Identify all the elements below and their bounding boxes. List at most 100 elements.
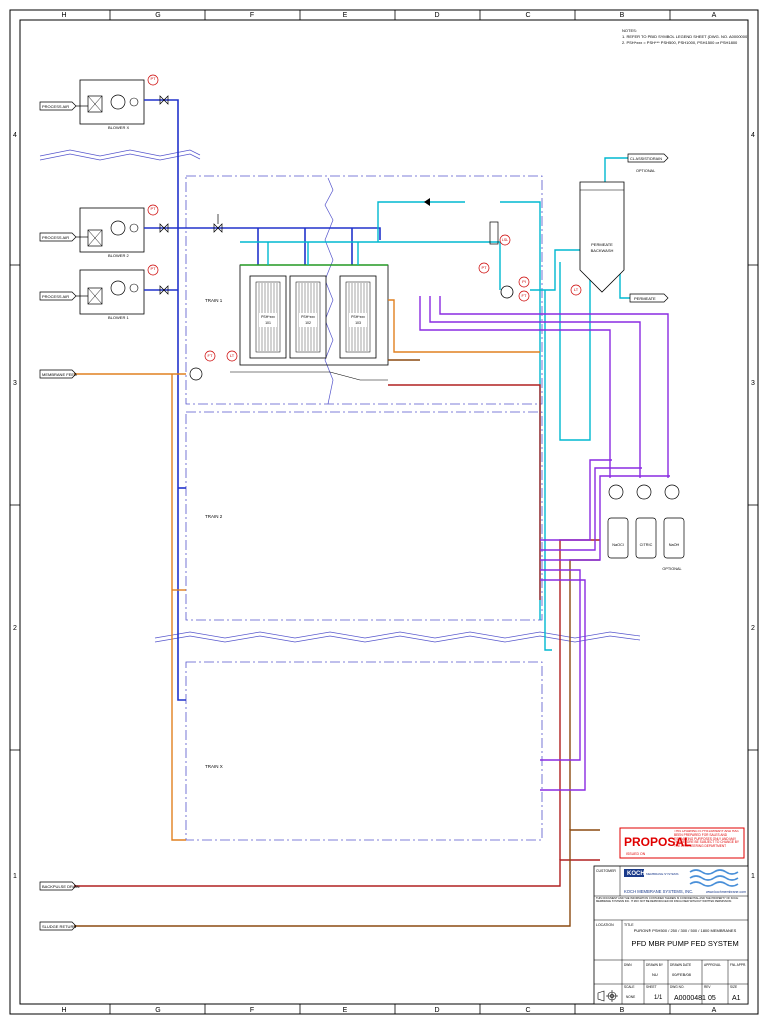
pt-instrument-icon bbox=[478, 262, 490, 274]
zone-col-bot-b: B bbox=[620, 1007, 625, 1014]
air-valves bbox=[159, 95, 223, 295]
cassette-number: 101 bbox=[265, 321, 271, 325]
rev-value: 05 bbox=[708, 995, 716, 1002]
tank-label-line2: BACKWASH bbox=[591, 248, 614, 253]
air-piping bbox=[144, 99, 381, 701]
chemical-tank-citric bbox=[635, 517, 657, 559]
pt-label: PT bbox=[481, 265, 487, 270]
zone-labels: H G F E D C B A H G F E D C B A 4 3 2 1 … bbox=[13, 12, 755, 1014]
zone-col-bot-d: D bbox=[434, 1007, 439, 1014]
pt-instrument-icon bbox=[147, 204, 159, 216]
zone-col-bot-f: F bbox=[250, 1007, 254, 1014]
final-approval-label: FNL APPR. bbox=[730, 963, 746, 967]
flow-arrow-icon bbox=[424, 198, 430, 206]
ft-instrument-icon bbox=[204, 350, 216, 362]
zone-row-left-1: 1 bbox=[13, 873, 17, 880]
drawn-by-value: NU bbox=[652, 972, 658, 977]
zone-row-right-1: 1 bbox=[751, 873, 755, 880]
blower-2: BLOWER 2 bbox=[79, 207, 145, 258]
zone-col-top-a: A bbox=[712, 12, 717, 19]
blower-label: BLOWER 2 bbox=[108, 253, 129, 258]
notes-line-1: 1. REFER TO PBID SYMBOL LEGEND SHEET (DW… bbox=[622, 34, 749, 39]
pi-label: PI bbox=[522, 279, 526, 284]
blower-enclosure bbox=[79, 207, 145, 253]
pt-instruments: PT PT PT bbox=[147, 74, 159, 276]
process-air-labels: PROCESS AIR PROCESS AIR PROCESS AIR bbox=[42, 104, 69, 299]
zone-col-bot-a: A bbox=[712, 1007, 717, 1014]
notes-line-2: 2. PSH*xxx = PSH*** PSH500, PSH1000, PSH… bbox=[622, 40, 738, 45]
sheet-value: 1/1 bbox=[654, 995, 663, 1001]
chemical-piping bbox=[419, 296, 670, 791]
membrane-feed-label: MEMBRANE FEED bbox=[42, 372, 77, 377]
rev-label: REV bbox=[704, 985, 711, 989]
scale-label: SCALE bbox=[624, 985, 634, 989]
title-label: TITLE bbox=[624, 923, 634, 927]
title-block: CUSTOMER KOCH MEMBRANE SYSTEMS KOCH MEMB… bbox=[593, 865, 749, 1005]
location-label: LOCATION bbox=[596, 923, 614, 927]
blower-icon bbox=[110, 220, 126, 236]
blower-icon bbox=[110, 94, 126, 110]
logo-text: KOCH bbox=[627, 871, 645, 877]
sludge-return-label: SLUDGE RETURN bbox=[42, 924, 76, 929]
pt-label: PT bbox=[150, 266, 156, 271]
cassette-model: PSH*xxx bbox=[301, 315, 315, 319]
lt-instrument-icon bbox=[570, 284, 582, 296]
cassette-number: 102 bbox=[305, 321, 311, 325]
cassette-number: 103 bbox=[355, 321, 361, 325]
lt-label: LT bbox=[574, 287, 579, 292]
drain-piping bbox=[230, 359, 541, 600]
zone-row-left-2: 2 bbox=[13, 625, 17, 632]
ft-label: FT bbox=[522, 293, 527, 298]
blower-1: BLOWER 1 bbox=[79, 269, 145, 320]
dosing-pump-icon bbox=[636, 484, 652, 500]
permeate-pump: PI FT PT LSL bbox=[478, 221, 530, 302]
proposal-stamp: PROPOSAL ISSUED ON THIS DRAWING IS PRELI… bbox=[619, 827, 745, 859]
blower-icon bbox=[110, 280, 126, 296]
cassette-101: PSH*xxx 101 bbox=[249, 275, 287, 359]
tank-label-line1: PERMEATE bbox=[591, 242, 613, 247]
drain-inlets: BACKPULSE DRAIN SLUDGE RETURN bbox=[39, 881, 80, 931]
silencer-icon bbox=[129, 97, 139, 107]
chemical-tank-naoh bbox=[663, 517, 685, 559]
customer-label: CUSTOMER bbox=[596, 869, 616, 873]
permeate-backwash-tank: PERMEATE BACKWASH LT bbox=[570, 181, 625, 296]
dosing-pump-icon bbox=[664, 484, 680, 500]
zone-col-top-f: F bbox=[250, 12, 254, 19]
process-air-label-1: PROCESS AIR bbox=[42, 104, 69, 109]
filter-box bbox=[87, 229, 103, 247]
dwg-no-label: DWG NO. bbox=[670, 985, 684, 989]
pt-label: PT bbox=[150, 76, 156, 81]
blower-enclosure bbox=[79, 269, 145, 315]
notes-block: NOTES: 1. REFER TO PBID SYMBOL LEGEND SH… bbox=[622, 28, 749, 45]
chemical-label-citric: CITRIC bbox=[640, 543, 653, 547]
zone-row-right-2: 2 bbox=[751, 625, 755, 632]
outputs: CL ASSIST/DRAIN OPTIONAL PERMEATE bbox=[627, 153, 669, 303]
lt-instrument-icon bbox=[226, 350, 238, 362]
proposal-title: PROPOSAL bbox=[624, 835, 691, 849]
company-website: www.kochmembrane.com bbox=[706, 890, 746, 894]
zone-ticks bbox=[10, 10, 758, 1014]
logo-subtext: MEMBRANE SYSTEMS bbox=[646, 872, 679, 876]
cassette-model: PSH*xxx bbox=[351, 315, 365, 319]
zone-col-bot-g: G bbox=[155, 1007, 160, 1014]
size-value: A1 bbox=[732, 995, 741, 1002]
cassette-103: PSH*xxx 103 bbox=[339, 275, 377, 359]
zone-col-top-c: C bbox=[525, 12, 530, 19]
chemical-label-naocl: NaOCl bbox=[612, 543, 624, 547]
zone-row-left-3: 3 bbox=[13, 380, 17, 387]
scale-value: NONE bbox=[626, 995, 635, 999]
drawing-title-line1: PURON® PSH500 / 250 / 300 / 500 / 1800 M… bbox=[634, 928, 737, 933]
projection-symbol-icon bbox=[597, 990, 618, 1002]
zone-row-right-4: 4 bbox=[751, 132, 755, 139]
chemical-dosing: NaOCl CITRIC NaOH OPTIONAL bbox=[607, 484, 685, 571]
feed-inlet: MEMBRANE FEED bbox=[39, 369, 77, 379]
zone-col-top-e: E bbox=[343, 12, 348, 19]
level-element-icon bbox=[489, 221, 499, 245]
feed-piping bbox=[74, 299, 540, 841]
blower-enclosure bbox=[79, 79, 145, 125]
drawing-title-line2: PFD MBR PUMP FED SYSTEM bbox=[631, 939, 738, 948]
zone-col-top-b: B bbox=[620, 12, 625, 19]
filter-box bbox=[87, 95, 103, 113]
train-x-label: TRAIN X bbox=[205, 764, 223, 769]
